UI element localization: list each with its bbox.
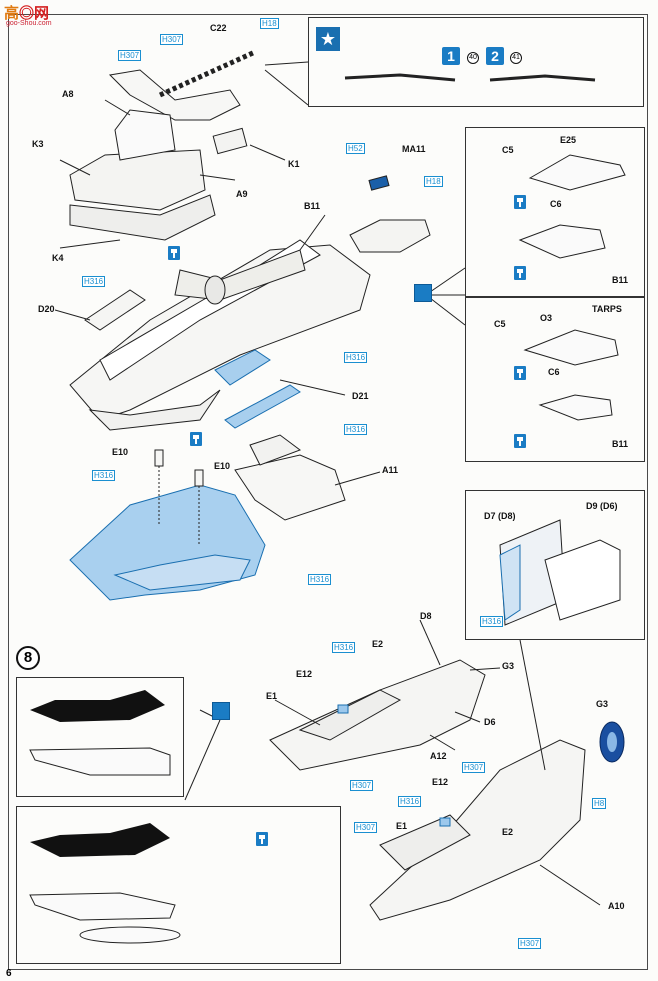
label-a12: A12 xyxy=(430,751,447,761)
label-a11: A11 xyxy=(382,465,399,475)
option-swap-icon xyxy=(414,284,432,302)
part-40-marker: 40 xyxy=(467,52,479,64)
glue-marker-icon xyxy=(168,246,180,260)
label-d20: D20 xyxy=(38,304,55,314)
label-h316-a: H316 xyxy=(82,276,106,287)
label-h18-top: H18 xyxy=(260,18,279,29)
label-h307-f: H307 xyxy=(518,938,542,949)
label-h307-b: H307 xyxy=(118,50,142,61)
label-h307-c: H307 xyxy=(350,780,374,791)
label-h8: H8 xyxy=(592,798,607,809)
label-a9: A9 xyxy=(236,189,248,199)
label-a8: A8 xyxy=(62,89,74,99)
part-41-marker: 41 xyxy=(510,52,522,64)
label-d21: D21 xyxy=(352,391,369,401)
label-c22: C22 xyxy=(210,23,227,33)
label-e12-a: E12 xyxy=(296,669,313,679)
glue-marker-icon xyxy=(514,366,526,380)
label-e25: E25 xyxy=(560,135,577,145)
option-two-badge: 2 xyxy=(486,47,504,65)
label-b11-a: B11 xyxy=(612,275,629,285)
glue-marker-icon xyxy=(514,266,526,280)
pylon-detail-box-b xyxy=(465,297,645,462)
label-b11-b: B11 xyxy=(612,439,629,449)
label-tarps: TARPS xyxy=(592,304,622,314)
label-e10-a: E10 xyxy=(112,447,129,457)
watermark-url: goo-Shou.com xyxy=(6,20,52,27)
glue-marker-icon xyxy=(514,434,526,448)
label-d8: D8 xyxy=(420,611,432,621)
decal-options-box xyxy=(308,17,644,107)
glue-marker-icon xyxy=(256,832,268,846)
label-b11-main: B11 xyxy=(304,201,321,211)
label-h316-g: H316 xyxy=(332,642,356,653)
option-one-badge: 1 xyxy=(442,47,460,65)
label-k3: K3 xyxy=(32,139,44,149)
watermark-logo: 高◎网 xyxy=(4,5,50,22)
label-e2-a: E2 xyxy=(372,639,384,649)
label-c5-b: C5 xyxy=(494,319,506,329)
star-icon: ★ xyxy=(316,27,340,51)
label-d7: D7 (D8) xyxy=(484,511,516,521)
label-c6-b: C6 xyxy=(548,367,560,377)
label-k1: K1 xyxy=(288,159,300,169)
label-e1-b: E1 xyxy=(396,821,408,831)
option-swap-icon xyxy=(212,702,230,720)
label-h18-mid: H18 xyxy=(424,176,443,187)
label-h307-d: H307 xyxy=(462,762,486,773)
step-number: 8 xyxy=(16,646,40,670)
label-k4: K4 xyxy=(52,253,64,263)
glue-marker-icon xyxy=(514,195,526,209)
label-e2-b: E2 xyxy=(502,827,514,837)
variant-box-b xyxy=(16,806,341,964)
label-h316-f: H316 xyxy=(480,616,504,627)
label-h307-a: H307 xyxy=(160,34,184,45)
label-h316-c: H316 xyxy=(344,424,368,435)
label-c5-a: C5 xyxy=(502,145,514,155)
label-g3-b: G3 xyxy=(596,699,609,709)
label-h316-e: H316 xyxy=(308,574,332,585)
label-e12-b: E12 xyxy=(432,777,449,787)
label-a10: A10 xyxy=(608,901,625,911)
glue-marker-icon xyxy=(190,432,202,446)
label-h52: H52 xyxy=(346,143,365,154)
label-d9: D9 (D6) xyxy=(586,501,618,511)
label-h307-e: H307 xyxy=(354,822,378,833)
label-e1-a: E1 xyxy=(266,691,278,701)
label-h316-d: H316 xyxy=(92,470,116,481)
label-g3-a: G3 xyxy=(502,661,515,671)
label-o3: O3 xyxy=(540,313,553,323)
label-h316-b: H316 xyxy=(344,352,368,363)
intake-detail-box xyxy=(465,490,645,640)
label-c6-a: C6 xyxy=(550,199,562,209)
pylon-detail-box-a xyxy=(465,127,645,297)
label-h316-h: H316 xyxy=(398,796,422,807)
variant-box-a xyxy=(16,677,184,797)
label-e10-b: E10 xyxy=(214,461,231,471)
page-number: 6 xyxy=(6,968,12,979)
label-ma11: MA11 xyxy=(402,144,426,154)
label-d6: D6 xyxy=(484,717,496,727)
page-frame xyxy=(8,14,648,970)
